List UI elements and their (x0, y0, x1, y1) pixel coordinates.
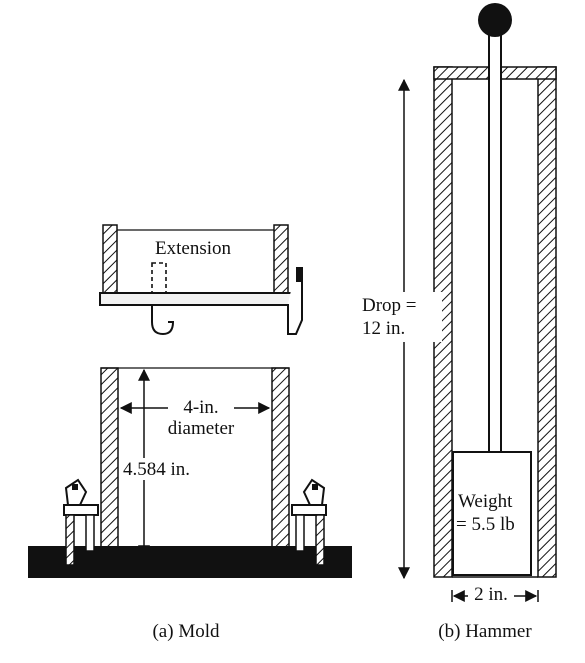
mold-caption: (a) Mold (152, 621, 220, 642)
drop-value-label: 12 in. (362, 318, 405, 339)
weight-value-label: = 5.5 lb (456, 514, 515, 535)
drop-label: Drop = (362, 295, 417, 316)
mold-body (100, 367, 290, 557)
weight-label: Weight (458, 491, 513, 512)
mold-extension (99, 224, 303, 336)
hammer-handle-knob (478, 3, 512, 37)
height-label: 4.584 in. (123, 459, 190, 480)
hammer-weight-block (452, 451, 532, 576)
hammer-guide-sleeve (433, 66, 557, 578)
left-clamp (63, 478, 99, 566)
width-label: 2 in. (474, 584, 508, 605)
hammer-caption: (b) Hammer (438, 621, 532, 642)
diameter-value-label: 4-in. (183, 397, 218, 418)
extension-label: Extension (155, 238, 231, 259)
diameter-word-label: diameter (168, 418, 235, 439)
right-clamp (291, 478, 327, 566)
hammer-rod (478, 3, 512, 453)
